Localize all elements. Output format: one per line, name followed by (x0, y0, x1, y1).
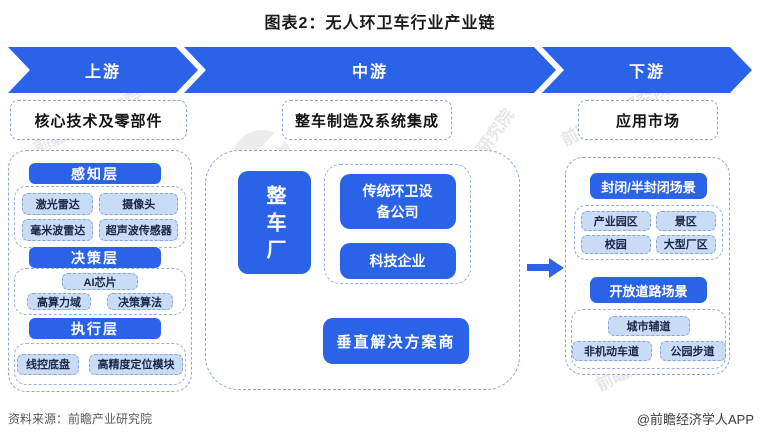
execution-layer-pill: 执行层 (29, 318, 161, 339)
open-road-scene-pill: 开放道路场景 (590, 277, 707, 303)
scene-chip: 大型厂区 (655, 234, 716, 254)
integrator-box: 传统环卫设备公司 (339, 174, 456, 229)
closed-scene-pill: 封闭/半封闭场景 (590, 173, 707, 199)
scene-chip: 公园步道 (659, 341, 726, 361)
component-chip: 超声波传感器 (99, 219, 178, 241)
integrators-box: 传统环卫设备公司 科技企业 (324, 164, 471, 284)
banner-segment-midstream: 中游 (184, 47, 556, 93)
midstream-container: 整车厂 传统环卫设备公司 科技企业 垂直解决方案商 (205, 150, 520, 390)
oem-box: 整车厂 (238, 171, 311, 274)
credit-text: @前瞻经济学人APP (636, 412, 754, 427)
perception-items-box: 激光雷达 摄像头 毫米波雷达 超声波传感器 (14, 186, 186, 248)
component-chip: AI芯片 (62, 273, 138, 290)
downstream-header: 应用市场 (578, 100, 718, 140)
scene-chip: 产业园区 (581, 211, 651, 231)
component-chip: 摄像头 (99, 193, 178, 215)
scene-chip: 非机动车道 (571, 341, 652, 361)
midstream-header: 整车制造及系统集成 (282, 100, 452, 140)
scene-chip: 城市辅道 (607, 316, 690, 336)
banner-segment-upstream: 上游 (8, 47, 198, 93)
decision-layer-pill: 决策层 (29, 247, 161, 268)
decision-items-box: AI芯片 高算力域 决策算法 (14, 268, 186, 315)
upstream-container: 感知层 激光雷达 摄像头 毫米波雷达 超声波传感器 决策层 AI芯片 高算力域 … (8, 150, 192, 392)
closed-scene-items-box: 产业园区 景区 校园 大型厂区 (574, 205, 723, 260)
component-chip: 高算力域 (27, 293, 91, 310)
page-title: 图表2：无人环卫车行业产业链 (264, 15, 496, 32)
flow-arrow-icon (527, 257, 564, 278)
scene-chip: 景区 (655, 211, 716, 231)
component-chip: 毫米波雷达 (22, 219, 94, 241)
solution-provider-box: 垂直解决方案商 (323, 318, 469, 364)
execution-items-box: 线控底盘 高精度定位模块 (14, 343, 186, 385)
banner-segment-downstream: 下游 (542, 47, 752, 93)
component-chip: 线控底盘 (17, 353, 79, 375)
component-chip: 高精度定位模块 (89, 353, 183, 375)
perception-layer-pill: 感知层 (29, 163, 161, 184)
upstream-header: 核心技术及零部件 (10, 100, 187, 140)
open-road-items-box: 城市辅道 非机动车道 公园步道 (571, 309, 726, 369)
component-chip: 激光雷达 (22, 193, 94, 215)
component-chip: 决策算法 (107, 293, 173, 310)
downstream-container: 封闭/半封闭场景 产业园区 景区 校园 大型厂区 开放道路场景 城市辅道 非机动… (565, 157, 730, 375)
scene-chip: 校园 (581, 234, 651, 254)
source-text: 资料来源：前瞻产业研究院 (8, 412, 153, 426)
integrator-box: 科技企业 (339, 243, 456, 279)
